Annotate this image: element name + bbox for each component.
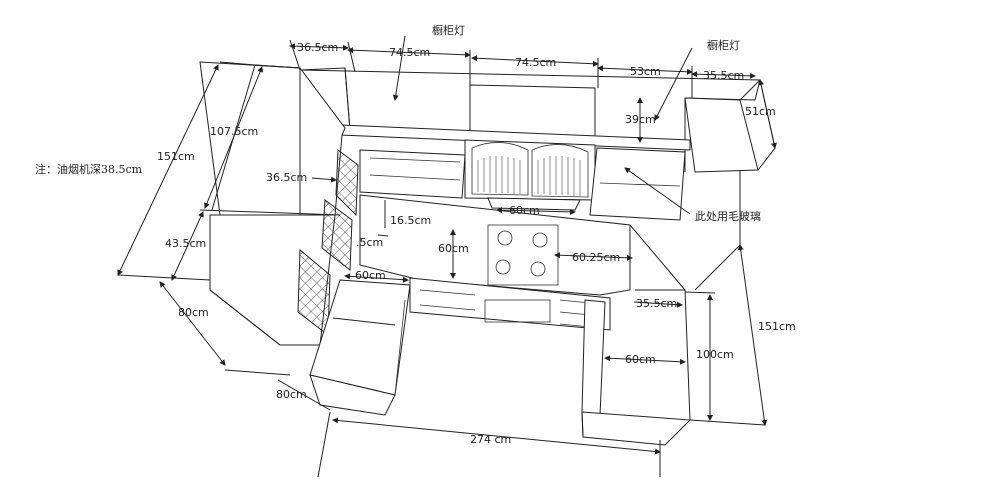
dim-74-5-b: 74.5cm [515,56,556,69]
dim-53: 53cm [630,65,661,78]
dimension-labels: 36.5cm 74.5cm 74.5cm 53cm 35.5cm 51cm 39… [157,41,796,446]
dim-60-right: 60cm [625,353,656,366]
dim-107-5: 107.5cm [210,125,258,138]
dim-80-b: 80cm [276,388,307,401]
dim-60-left: 60cm [355,269,386,282]
dimension-lines [117,35,777,478]
dim-60-hood: 60cm [509,204,540,217]
dim-35-5-right: 35.5cm [636,297,677,310]
dim-74-5-a: 74.5cm [389,46,430,59]
dim-274: 274 cm [470,433,511,446]
dim-100: 100cm [696,348,734,361]
dim-36-5-mid: 36.5cm [266,171,307,184]
dim-35-5-top: 35.5cm [703,69,744,82]
dim-39: 39cm [625,113,656,126]
dim-16-5: 16.5cm [390,214,431,227]
dim-36-5-top: 36.5cm [297,41,338,54]
dim-43-5: 43.5cm [165,237,206,250]
dim-151-right: 151cm [758,320,796,333]
dim-dot-5: .5cm [356,236,383,249]
label-frosted-glass: 此处用毛玻璃 [695,209,761,223]
dim-80-a: 80cm [178,306,209,319]
label-hood-depth-note: 注：油烟机深38.5cm [35,162,143,176]
label-cabinet-light-right: 橱柜灯 [707,38,740,52]
dim-60-25: 60.25cm [572,251,620,264]
dim-151-left: 151cm [157,150,195,163]
dim-51: 51cm [745,105,776,118]
label-cabinet-light-top: 橱柜灯 [432,23,465,37]
dim-60-front: 60cm [438,242,469,255]
annotations: 橱柜灯 橱柜灯 此处用毛玻璃 注：油烟机深38.5cm [35,23,761,223]
